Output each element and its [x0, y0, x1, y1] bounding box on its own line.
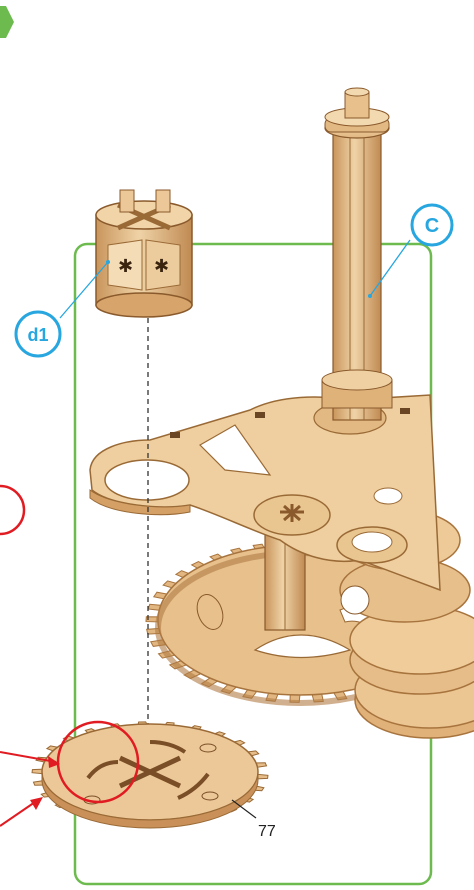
step-badge-icon — [0, 6, 14, 38]
callout-d1-label: d1 — [27, 325, 48, 345]
highlight-circle-partial — [0, 486, 24, 534]
part-d1: ✱ ✱ — [96, 190, 192, 317]
callout-c-badge: C — [412, 205, 452, 245]
svg-text:✱: ✱ — [118, 256, 133, 276]
spindle-c — [322, 88, 392, 420]
callout-d1-badge: d1 — [16, 312, 60, 356]
svg-text:✱: ✱ — [154, 256, 169, 276]
part-number-label: 77 — [258, 823, 276, 840]
callout-c-label: C — [425, 215, 439, 237]
